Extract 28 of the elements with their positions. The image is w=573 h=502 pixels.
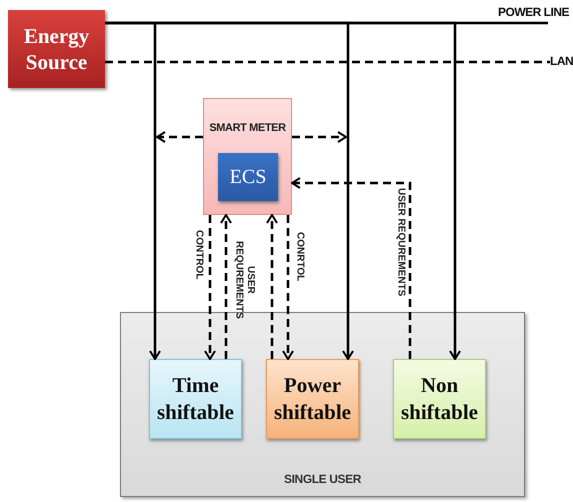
dashed-arrow — [156, 131, 203, 143]
power-line — [105, 22, 550, 24]
node-label: Time shiftable — [156, 372, 235, 426]
node-label: SMART METER — [208, 122, 287, 134]
line-label: POWER LINE — [498, 5, 573, 23]
edge-label: CONTROL — [193, 230, 204, 280]
smart-meter-box — [203, 98, 292, 215]
energy-source-box — [8, 10, 105, 88]
node-label: ECS — [230, 166, 266, 188]
node-label: SINGLE USER — [283, 472, 362, 486]
dashed-arrow — [292, 131, 347, 143]
dashed-arrow — [266, 214, 278, 359]
ecs-box — [218, 153, 278, 201]
node-label: Energy Source — [22, 22, 90, 76]
load-box — [393, 359, 486, 439]
dashed-arrow — [204, 215, 216, 360]
edge-label: USER REQUREMENTS — [233, 240, 256, 321]
load-box — [149, 359, 242, 439]
line-label: LAN — [550, 54, 573, 70]
dashed-arrow — [220, 214, 232, 359]
dashed-arrow — [282, 215, 294, 360]
dashed-arrow — [291, 177, 412, 359]
node-label: Power shiftable — [272, 372, 352, 426]
edge-label: USER REQUREMENTS — [395, 188, 406, 296]
lan-line — [105, 60, 550, 64]
load-box — [266, 359, 359, 439]
edge-label: CONRTOL — [294, 232, 306, 282]
node-label: Non shiftable — [400, 372, 479, 426]
